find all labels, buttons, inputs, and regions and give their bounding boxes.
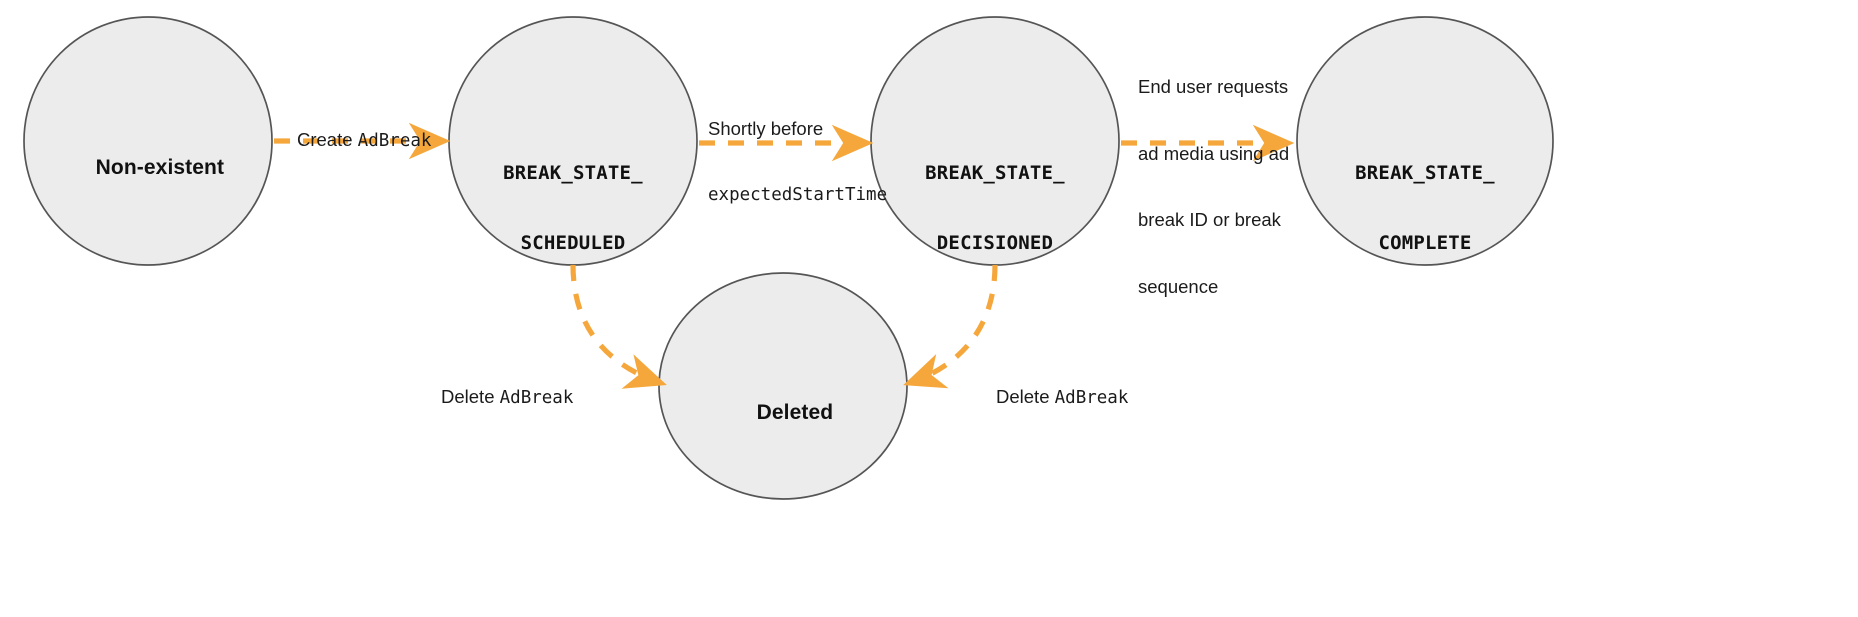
node-break-state-scheduled[interactable] <box>448 16 698 266</box>
node-shape <box>1296 16 1554 266</box>
edge-delete-adbreak-from-decisioned[interactable] <box>903 264 998 389</box>
node-non-existent[interactable] <box>23 16 273 266</box>
edge-delete-adbreak-from-scheduled[interactable] <box>570 264 667 389</box>
node-deleted[interactable] <box>658 272 908 500</box>
node-shape <box>658 272 908 500</box>
node-break-state-decisioned[interactable] <box>870 16 1120 266</box>
node-shape <box>870 16 1120 266</box>
node-shape <box>448 16 698 266</box>
node-shape <box>23 16 273 266</box>
node-break-state-complete[interactable] <box>1296 16 1554 266</box>
